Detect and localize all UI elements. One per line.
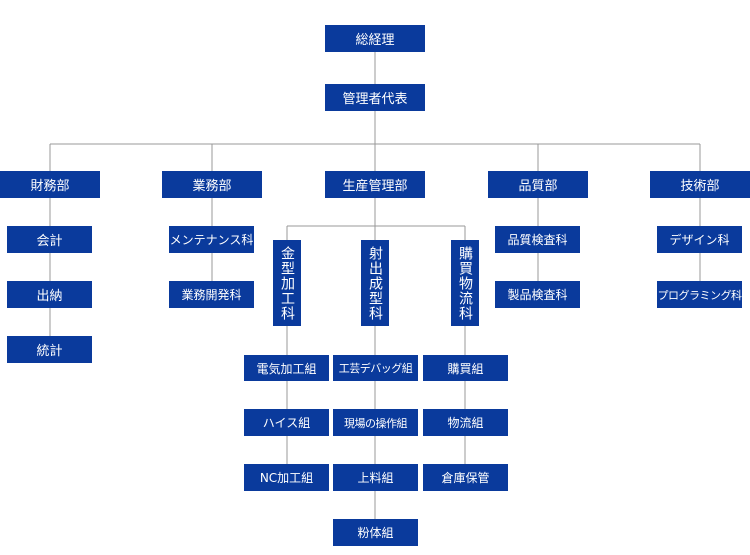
node-accounting: 会計 xyxy=(7,226,92,253)
node-logistics-group: 物流組 xyxy=(423,409,508,436)
node-material-loading: 上料組 xyxy=(333,464,418,491)
node-electrical-processing: 電気加工組 xyxy=(244,355,329,381)
node-product-inspection: 製品検査科 xyxy=(495,281,580,308)
node-purchasing-group: 購買組 xyxy=(423,355,508,381)
node-purchasing-logistics: 購買物流科 xyxy=(451,240,479,326)
node-programming: プログラミング科 xyxy=(657,281,742,308)
node-injection-molding: 射出成型科 xyxy=(361,240,389,326)
node-craft-debug: 工芸デバッグ組 xyxy=(333,355,418,381)
node-nc-processing: NC加工組 xyxy=(244,464,329,491)
node-field-operation: 現場の操作組 xyxy=(333,409,418,436)
node-quality-dept: 品質部 xyxy=(488,171,588,198)
node-finance-dept: 財務部 xyxy=(0,171,100,198)
node-maintenance: メンテナンス科 xyxy=(169,226,254,253)
node-design: デザイン科 xyxy=(657,226,742,253)
node-powder-group: 粉体組 xyxy=(333,519,418,546)
node-business-dept: 業務部 xyxy=(162,171,262,198)
node-warehouse-storage: 倉庫保管 xyxy=(423,464,508,491)
node-quality-inspection: 品質検査科 xyxy=(495,226,580,253)
node-business-development: 業務開発科 xyxy=(169,281,254,308)
node-mold-processing: 金型加工科 xyxy=(273,240,301,326)
node-hss-group: ハイス組 xyxy=(244,409,329,436)
node-cashier: 出納 xyxy=(7,281,92,308)
node-production-dept: 生産管理部 xyxy=(325,171,425,198)
node-statistics: 統計 xyxy=(7,336,92,363)
node-representative: 管理者代表 xyxy=(325,84,425,111)
node-technology-dept: 技術部 xyxy=(650,171,750,198)
node-ceo: 総経理 xyxy=(325,25,425,52)
